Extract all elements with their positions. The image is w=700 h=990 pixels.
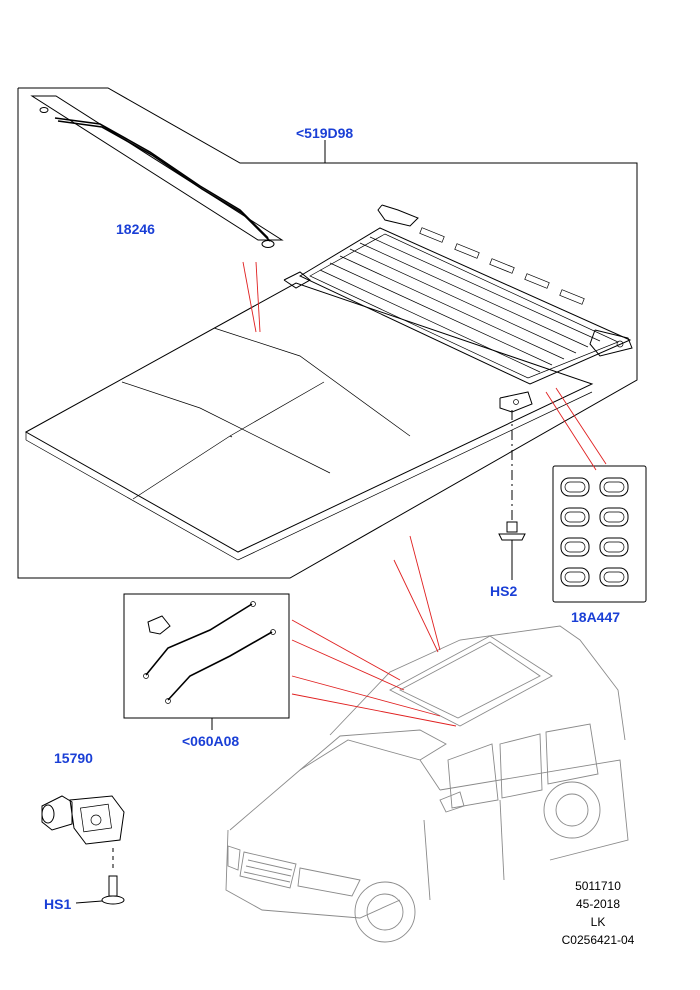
reference-block: 5011710 45-2018 LK C0256421-04 [562,879,635,947]
sunroof-motor [41,795,125,872]
callout-seal-strip: 18246 [116,221,155,237]
callout-motor: 15790 [54,750,93,766]
sunroof-frame [283,204,633,413]
clip-icons [560,477,629,587]
reference-line-1: 5011710 [575,879,621,893]
callout-drain-tubes: <060A08 [182,733,239,749]
callout-sunroof-assembly: <519D98 [296,125,353,141]
screw-hs2 [498,410,526,548]
glass-roof-panel [24,282,594,561]
callout-clip-set: 18A447 [571,609,620,625]
assembly-boundary [17,87,638,579]
leader-lines [242,261,607,727]
screw-hs1 [75,875,125,905]
reference-line-3: LK [591,915,606,929]
seal-strip-panel [30,95,284,248]
reference-line-2: 45-2018 [576,897,620,911]
drain-tubes-box [123,593,290,730]
reference-line-4: C0256421-04 [562,933,635,947]
vehicle-outline [225,625,629,943]
callout-labels: <519D98 18246 HS2 18A447 <060A08 15790 H… [44,125,620,912]
callout-screw-hs1: HS1 [44,896,71,912]
callout-screw-hs2: HS2 [490,583,517,599]
callout-ticks [324,140,513,580]
clip-set-box [552,465,647,603]
